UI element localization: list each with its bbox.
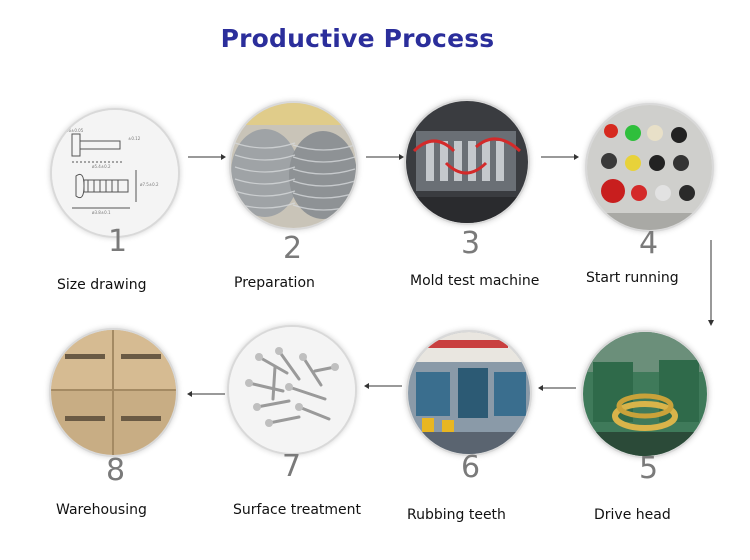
page-title: Productive Process <box>220 24 495 53</box>
step-3-label: Mold test machine <box>410 273 540 289</box>
step-6-label: Rubbing teeth <box>407 507 506 523</box>
step-8-number: 8 <box>105 453 125 488</box>
step-2-number: 2 <box>282 231 302 266</box>
svg-text:ø6±0.05: ø6±0.05 <box>66 128 84 133</box>
mold-machine-image <box>406 101 528 223</box>
svg-text:ø5.4±0.2: ø5.4±0.2 <box>92 164 111 169</box>
step-5-label: Drive head <box>594 507 671 523</box>
step-8-photo <box>51 330 176 455</box>
step-2-photo <box>231 103 356 228</box>
step-1-label: Size drawing <box>57 277 147 293</box>
control-panel-image <box>587 105 712 230</box>
rubbing-teeth-workshop-image <box>408 332 530 454</box>
step-7-photo <box>229 327 355 453</box>
arrow-left-6-7 <box>364 383 402 389</box>
step-8-label: Warehousing <box>56 502 147 518</box>
arrow-left-5-6 <box>538 385 576 391</box>
step-5-number: 5 <box>638 451 658 486</box>
step-3-photo <box>406 101 528 223</box>
svg-text:ø3.8±0.1: ø3.8±0.1 <box>92 210 111 215</box>
step-1-number: 1 <box>107 224 127 259</box>
arrow-right-3-4 <box>541 154 579 160</box>
step-6-photo <box>408 332 530 454</box>
wire-coils-image <box>231 103 356 228</box>
svg-text:±0.12: ±0.12 <box>128 136 141 141</box>
step-1-photo: ø6±0.05 ±0.12 ø5.4±0.2 ø7.5±0.2 ø3.8±0.1 <box>52 110 178 236</box>
step-4-number: 4 <box>638 226 658 261</box>
step-3-number: 3 <box>460 226 480 261</box>
step-6-number: 6 <box>460 450 480 485</box>
arrow-down-4-5 <box>708 240 714 326</box>
svg-text:ø7.5±0.2: ø7.5±0.2 <box>140 182 159 187</box>
arrow-right-1-2 <box>188 154 226 160</box>
size-drawing-image: ø6±0.05 ±0.12 ø5.4±0.2 ø7.5±0.2 ø3.8±0.1 <box>52 110 178 236</box>
arrow-right-2-3 <box>366 154 404 160</box>
step-7-number: 7 <box>281 449 301 484</box>
step-4-label: Start running <box>586 270 679 286</box>
drive-head-machine-image <box>583 332 707 456</box>
warehouse-boxes-image <box>51 330 176 455</box>
step-5-photo <box>583 332 707 456</box>
step-4-photo <box>587 105 712 230</box>
step-7-label: Surface treatment <box>233 502 362 518</box>
step-2-label: Preparation <box>234 275 315 291</box>
arrow-left-7-8 <box>187 391 225 397</box>
screws-pile-image <box>229 327 355 453</box>
